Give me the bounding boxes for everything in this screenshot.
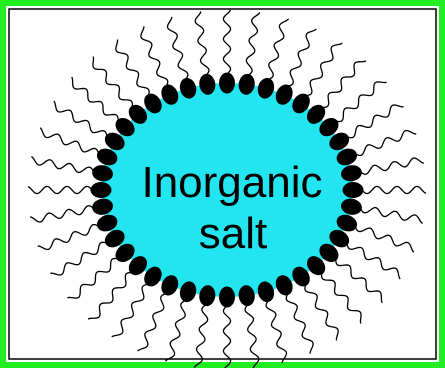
surfactant-tail [137, 292, 167, 352]
surfactant-head [161, 84, 179, 105]
surfactant-tail [37, 223, 100, 251]
surfactant-tail [346, 243, 401, 280]
surfactant-head [128, 256, 148, 276]
surfactant-tail [50, 241, 108, 276]
surfactant-tail [115, 39, 150, 96]
surfactant-head [275, 84, 293, 105]
surfactant-head [238, 73, 255, 95]
surfactant-tail [92, 56, 134, 108]
surfactant-head [115, 117, 135, 137]
surfactant-head [179, 281, 197, 303]
surfactant-tail [285, 293, 314, 354]
surfactant-tail [321, 60, 367, 109]
surfactant-head [257, 281, 275, 303]
surfactant-tail [164, 299, 186, 362]
surfactant-head [115, 243, 135, 263]
surfactant-tail [222, 305, 232, 368]
surfactant-head [341, 165, 362, 182]
surfactant-head [144, 266, 162, 287]
surfactant-tail [111, 283, 149, 338]
surfactant-head [329, 132, 350, 151]
surfactant-head [329, 229, 350, 248]
surfactant-head [238, 285, 255, 307]
surfactant-head [199, 73, 216, 95]
core-label-line1: Inorganic [141, 158, 322, 207]
surfactant-head [144, 93, 162, 114]
surfactant-head [199, 285, 216, 307]
surfactant-tail [39, 127, 100, 154]
surfactant-head [128, 104, 148, 124]
surfactant-tail [354, 226, 415, 253]
surfactant-tail [361, 185, 427, 195]
surfactant-tail [71, 76, 119, 122]
surfactant-tail [265, 300, 288, 364]
surfactant-head [336, 214, 358, 232]
surfactant-head [92, 198, 113, 215]
surfactant-tail [320, 272, 362, 324]
surfactant-tail [287, 28, 317, 88]
surfactant-head [96, 214, 118, 232]
surfactant-head [292, 93, 310, 114]
surfactant-head [104, 132, 125, 151]
surfactant-head [96, 148, 118, 166]
surfactant-tail [194, 11, 210, 76]
surfactant-tail [304, 284, 339, 341]
surfactant-tail [346, 104, 404, 139]
surfactant-tail [87, 271, 133, 320]
surfactant-tail [27, 185, 93, 195]
surfactant-head [306, 104, 326, 124]
salt-core [101, 83, 353, 297]
surfactant-head [342, 182, 364, 198]
surfactant-head [257, 77, 275, 99]
surfactant-heads [90, 72, 364, 308]
surfactant-head [90, 182, 112, 198]
surfactant-tails [27, 9, 427, 368]
surfactant-head [179, 77, 197, 99]
surfactant-head [275, 275, 293, 296]
surfactant-tail [244, 304, 260, 368]
surfactant-head [319, 243, 339, 263]
surfactant-tail [335, 258, 383, 304]
surfactant-head [104, 229, 125, 248]
surfactant-head [219, 286, 235, 308]
surfactant-tail [67, 257, 119, 299]
surfactant-tail [245, 12, 261, 76]
surfactant-tail [53, 100, 108, 137]
surfactant-tail [359, 157, 425, 175]
surfactant-tail [335, 81, 387, 123]
surfactant-head [319, 117, 339, 137]
surfactant-tail [359, 206, 423, 224]
surfactant-head [219, 72, 235, 94]
surfactant-tail [31, 156, 95, 174]
surfactant-head [292, 266, 310, 287]
core-label-line2: salt [199, 209, 267, 258]
surfactant-tail [222, 9, 232, 75]
surfactant-tail [140, 26, 169, 87]
surfactant-tail [305, 42, 343, 97]
surfactant-tail [193, 304, 209, 368]
surfactant-head [336, 148, 358, 166]
surfactant-head [92, 165, 113, 182]
surfactant-tail [29, 205, 95, 223]
surfactant-head [341, 198, 362, 215]
surfactant-head [161, 275, 179, 296]
surfactant-tail [268, 18, 290, 81]
surfactant-tail [354, 129, 417, 157]
surfactant-tail [166, 16, 189, 80]
frame-inner-border [8, 8, 437, 360]
surfactant-head [306, 256, 326, 276]
